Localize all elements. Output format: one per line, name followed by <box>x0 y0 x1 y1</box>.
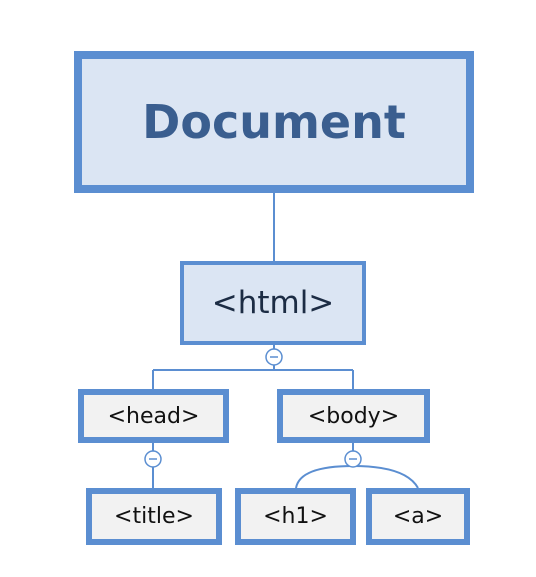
node-body: <body> <box>277 389 430 443</box>
minus-circle-icon[interactable] <box>344 450 362 468</box>
node-document: Document <box>74 51 474 193</box>
node-title-label: <title> <box>114 504 194 529</box>
minus-circle-icon[interactable] <box>144 450 162 468</box>
node-head: <head> <box>78 389 229 443</box>
node-a-label: <a> <box>392 504 444 529</box>
node-title: <title> <box>86 488 222 545</box>
node-head-label: <head> <box>107 403 200 429</box>
minus-circle-icon[interactable] <box>265 348 283 366</box>
node-html: <html> <box>180 261 366 345</box>
connector-body-children-curve <box>295 464 419 489</box>
node-body-label: <body> <box>307 403 400 429</box>
node-h1: <h1> <box>235 488 356 545</box>
node-a: <a> <box>366 488 470 545</box>
node-document-label: Document <box>142 95 406 149</box>
node-html-label: <html> <box>211 285 335 321</box>
node-h1-label: <h1> <box>263 504 328 529</box>
